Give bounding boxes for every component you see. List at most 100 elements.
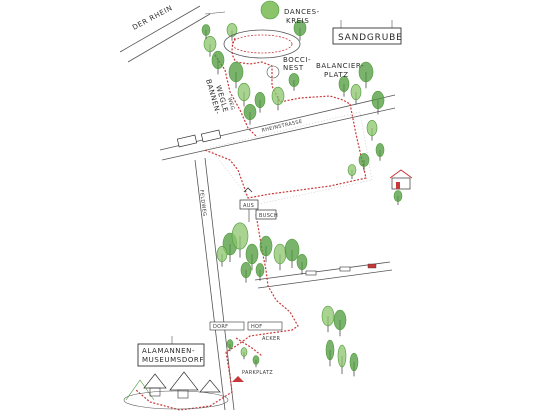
tree-crown bbox=[259, 235, 273, 257]
tree-icon bbox=[371, 90, 385, 115]
tree-crown bbox=[254, 92, 266, 109]
tree-crown bbox=[271, 86, 285, 106]
tree-icon bbox=[231, 222, 249, 258]
tree-crown bbox=[337, 344, 347, 368]
vertical-road-label: FELDWEG bbox=[198, 190, 207, 217]
tree-icon bbox=[240, 261, 252, 283]
small-label-2: DORF bbox=[213, 324, 228, 330]
lower-road bbox=[254, 261, 393, 289]
tree-icon bbox=[284, 238, 300, 268]
bocce-nest: BOCCI- NEST bbox=[266, 56, 311, 79]
tree-crown bbox=[284, 238, 300, 262]
tree-crown bbox=[237, 82, 251, 102]
tree-crown bbox=[296, 254, 308, 271]
tree-crown bbox=[231, 222, 249, 250]
hut-icon bbox=[123, 371, 244, 410]
balancier-label-line2: PLATZ bbox=[324, 71, 349, 79]
dance-circle: DANCES- KREIS bbox=[223, 0, 320, 59]
small-label-5: PARKPLATZ bbox=[242, 370, 273, 376]
tree-icon bbox=[240, 347, 248, 360]
tree-crown bbox=[358, 61, 374, 83]
tree-crown bbox=[216, 246, 228, 263]
tree-icon bbox=[271, 86, 285, 111]
bus-icon bbox=[176, 129, 222, 148]
tree-icon bbox=[226, 23, 238, 41]
sign-label-1: AUS bbox=[243, 203, 254, 209]
bocce-label-line2: NEST bbox=[283, 64, 304, 72]
sandgrube-sign: SANDGRUBE bbox=[332, 20, 402, 45]
museum-label-line2: MUSEUMSDORF bbox=[142, 356, 204, 364]
tree-crown bbox=[333, 309, 347, 331]
tree-crown bbox=[321, 305, 335, 327]
dance-label-line2: KREIS bbox=[286, 17, 309, 25]
bird-icon bbox=[243, 187, 253, 193]
tree-icon bbox=[333, 309, 347, 337]
tree-icon bbox=[347, 164, 357, 179]
tree-icon bbox=[254, 92, 266, 113]
small-label-4: ACKER bbox=[262, 336, 280, 342]
tree-icon bbox=[321, 305, 335, 333]
tree-icon bbox=[228, 61, 244, 89]
small-label-3: HOF bbox=[251, 324, 262, 330]
tree-crown bbox=[350, 84, 362, 101]
balancier-label-line1: BALANCIER- bbox=[316, 62, 364, 70]
tree-icon bbox=[293, 19, 307, 41]
tree-crown bbox=[240, 347, 248, 357]
car-icon bbox=[305, 263, 377, 276]
tree-crown bbox=[228, 61, 244, 83]
tree-icon bbox=[243, 104, 257, 125]
tree-icon bbox=[201, 24, 211, 39]
tree-icon bbox=[358, 61, 374, 89]
tree-group bbox=[201, 19, 403, 377]
tree-crown bbox=[358, 153, 370, 167]
signposts: DORF HOF ACKER PARKPLATZ bbox=[209, 321, 283, 376]
tree-icon bbox=[216, 246, 228, 267]
tree-icon bbox=[325, 339, 335, 367]
tree-crown bbox=[252, 355, 260, 365]
tree-crown bbox=[255, 263, 265, 277]
tree-crown bbox=[393, 190, 403, 202]
tree-icon bbox=[338, 76, 350, 97]
tree-icon bbox=[296, 254, 308, 275]
dance-label-line1: DANCES- bbox=[284, 8, 320, 16]
sign-icon: AUS BUSCH bbox=[239, 199, 278, 222]
tree-crown bbox=[203, 35, 217, 52]
tree-crown bbox=[375, 143, 385, 157]
tree-icon bbox=[226, 339, 234, 352]
tree-crown bbox=[371, 90, 385, 110]
tree-crown bbox=[325, 339, 335, 361]
tree-crown bbox=[288, 73, 300, 87]
tree-icon bbox=[337, 344, 347, 374]
tree-icon bbox=[211, 50, 225, 75]
tree-icon bbox=[366, 120, 378, 141]
tree-icon bbox=[288, 73, 300, 91]
museum-sign: ALAMANNEN- MUSEUMSDORF bbox=[137, 336, 205, 367]
house-icon bbox=[389, 169, 413, 190]
tree-crown bbox=[349, 352, 359, 372]
tree-icon bbox=[375, 143, 385, 161]
tree-icon bbox=[255, 263, 265, 281]
tree-icon bbox=[350, 84, 362, 105]
tree-icon bbox=[349, 352, 359, 377]
museum-label-line1: ALAMANNEN- bbox=[142, 347, 195, 355]
tree-icon bbox=[237, 82, 251, 107]
field-area bbox=[209, 111, 373, 206]
bocce-label-line1: BOCCI- bbox=[283, 56, 311, 64]
sign-label-2: BUSCH bbox=[259, 213, 278, 219]
balancier-platz: BALANCIER- PLATZ bbox=[316, 62, 364, 79]
tree-icon bbox=[252, 355, 260, 368]
small-label-1: WEG bbox=[226, 97, 235, 111]
tree-icon bbox=[273, 243, 287, 271]
vertical-road: FELDWEG bbox=[194, 157, 235, 411]
tree-icon bbox=[245, 243, 259, 271]
tree-crown bbox=[293, 19, 307, 36]
road-label: RHEINSTRASSE bbox=[261, 119, 303, 134]
tree-icon bbox=[358, 153, 370, 171]
tree-crown bbox=[226, 339, 234, 349]
tree-crown bbox=[201, 24, 211, 36]
tree-icon bbox=[203, 35, 217, 57]
tree-crown bbox=[226, 23, 238, 37]
tree-crown bbox=[347, 164, 357, 176]
